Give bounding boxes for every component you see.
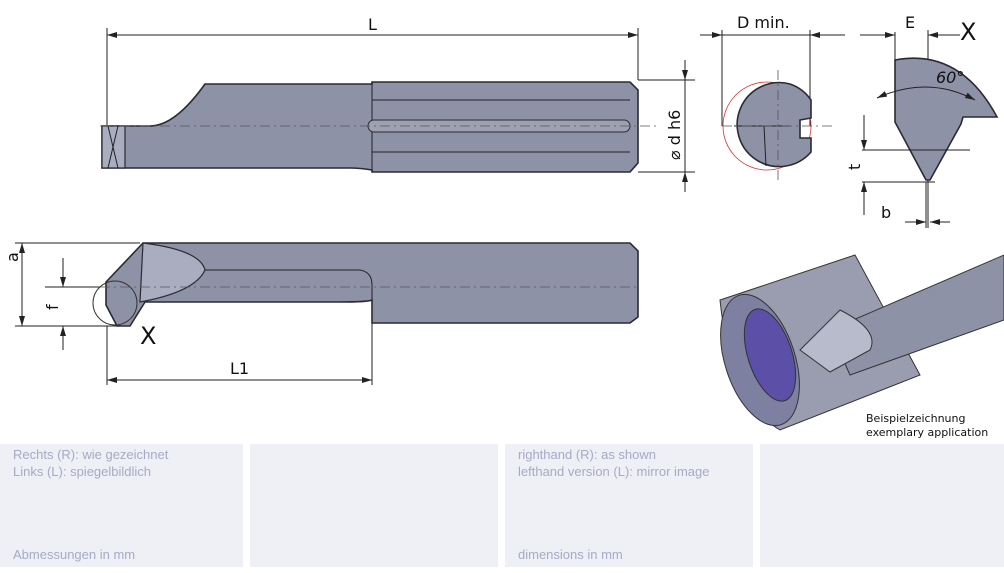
dimension-L-label: L [368, 15, 377, 34]
info-panel-empty-2 [760, 444, 1004, 567]
panel-en-line2: lefthand version (L): mirror image [518, 464, 710, 479]
dimension-b-label: b [881, 203, 891, 222]
info-panel-empty-1 [250, 444, 498, 567]
caption-de: Beispielzeichnung [866, 412, 965, 425]
info-panel-en: righthand (R): as shown lefthand version… [505, 444, 753, 567]
panel-en-line1: righthand (R): as shown [518, 447, 657, 462]
panel-en-footer: dimensions in mm [518, 547, 623, 562]
panel-de-line1: Rechts (R): wie gezeichnet [13, 447, 169, 462]
dimension-D-min-label: D min. [737, 13, 790, 32]
dimension-a-label: a [3, 252, 22, 262]
info-panel-de: Rechts (R): wie gezeichnet Links (L): sp… [0, 444, 243, 567]
tool-end-view: D min. [700, 13, 845, 180]
example-application-illustration: Beispielzeichnung exemplary application [719, 254, 1004, 439]
detail-x-label: X [960, 18, 976, 46]
detail-x-marker-label: X [140, 322, 156, 350]
caption-en: exemplary application [866, 426, 988, 439]
tool-top-view: X a f L1 [3, 242, 640, 385]
dimension-t-label: t [845, 164, 864, 170]
dimension-d-h6-label: ⌀ d h6 [665, 110, 684, 160]
panel-de-line2: Links (L): spiegelbildlich [13, 464, 152, 479]
dimension-f-label: f [43, 304, 62, 310]
dimension-L1-label: L1 [230, 359, 249, 378]
detail-x-view: E X 60° t b [845, 13, 999, 228]
dimension-E-label: E [905, 13, 915, 32]
tool-side-view: L ⌀ d h6 [100, 15, 695, 192]
panel-de-footer: Abmessungen in mm [13, 547, 136, 562]
angle-60-label: 60° [936, 68, 964, 87]
